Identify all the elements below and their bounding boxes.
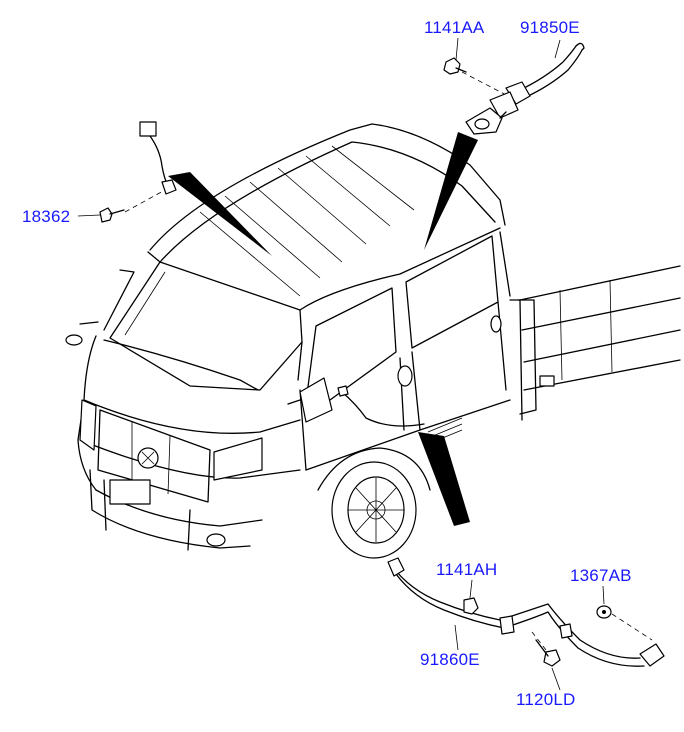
bolt-1120LD xyxy=(535,639,561,667)
part-label-1141AH[interactable]: 1141AH xyxy=(436,560,498,579)
part-label-1367AB[interactable]: 1367AB xyxy=(570,566,632,585)
battery-cable-91850E xyxy=(465,42,585,135)
leader-lines xyxy=(77,37,653,691)
part-label-91850E[interactable]: 91850E xyxy=(520,18,580,37)
part-label-18362[interactable]: 18362 xyxy=(22,207,71,226)
nut-1367AB xyxy=(596,605,612,619)
bolt-1141AH xyxy=(463,597,479,615)
bolt-1141AA xyxy=(443,57,467,75)
battery-cable-91860E xyxy=(387,557,665,667)
part-label-1141AA[interactable]: 1141AA xyxy=(424,18,485,37)
ground-wire-18362 xyxy=(99,121,177,223)
vehicle-body xyxy=(65,123,681,559)
part-label-91860E[interactable]: 91860E xyxy=(420,650,480,669)
part-label-1120LD[interactable]: 1120LD xyxy=(516,690,576,709)
